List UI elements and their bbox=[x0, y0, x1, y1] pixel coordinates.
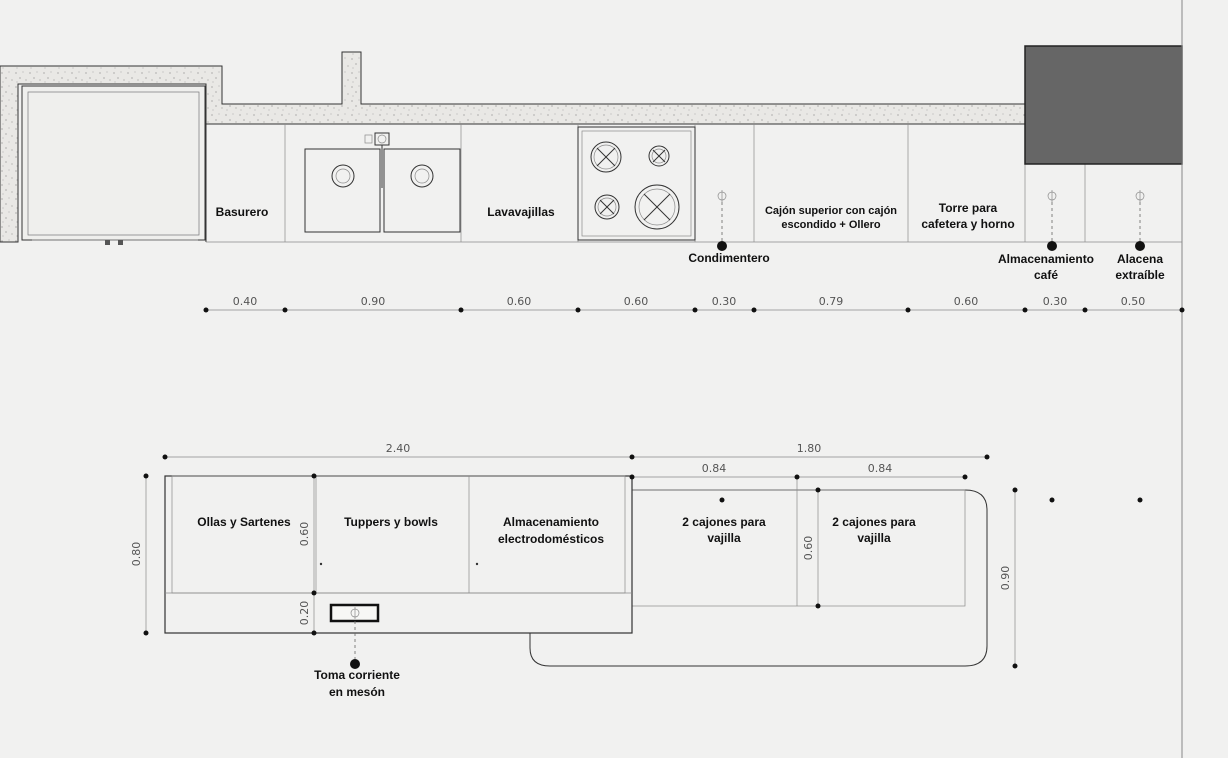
dim-top-7: 0.30 bbox=[1043, 295, 1068, 308]
dim-island-total-left: 2.40 bbox=[386, 442, 411, 455]
dim-top-5: 0.79 bbox=[819, 295, 844, 308]
label-almacenamiento-line1: Almacenamiento bbox=[998, 252, 1094, 266]
label-lavavajillas: Lavavajillas bbox=[487, 205, 555, 219]
top-dimension-line bbox=[203, 307, 1185, 313]
base-cabinets bbox=[205, 124, 1182, 243]
label-toma-line2: en mesón bbox=[329, 685, 385, 699]
label-toma-line1: Toma corriente bbox=[314, 668, 400, 682]
island-dimension-lines bbox=[143, 454, 1018, 669]
dim-island-right-b: 0.84 bbox=[868, 462, 893, 475]
dim-top-0: 0.40 bbox=[233, 295, 258, 308]
dim-top-6: 0.60 bbox=[954, 295, 979, 308]
point-marker bbox=[719, 497, 725, 503]
label-alacena-line1: Alacena bbox=[1117, 252, 1163, 266]
label-cajon-line1: Cajón superior con cajón bbox=[765, 205, 897, 217]
label-cajon-line2: escondido + Ollero bbox=[781, 219, 881, 231]
dim-top-3: 0.60 bbox=[624, 295, 649, 308]
tall-cabinet-block bbox=[1024, 45, 1183, 165]
dim-island-depth-lower: 0.20 bbox=[298, 601, 311, 626]
label-cajones-a-line1: 2 cajones para bbox=[682, 515, 766, 529]
label-electro-line1: Almacenamiento bbox=[503, 515, 599, 529]
point-marker bbox=[1049, 497, 1055, 503]
label-torre-line2: cafetera y horno bbox=[921, 217, 1014, 231]
dim-top-8: 0.50 bbox=[1121, 295, 1146, 308]
label-condimentero: Condimentero bbox=[688, 251, 769, 265]
outlet-almacenamiento bbox=[1047, 190, 1057, 251]
dim-island-depth: 0.80 bbox=[130, 542, 143, 567]
refrigerator bbox=[21, 85, 206, 245]
label-alacena-line2: extraíble bbox=[1115, 268, 1165, 282]
dim-bar-depth: 0.90 bbox=[999, 566, 1012, 591]
label-torre-line1: Torre para bbox=[939, 201, 998, 215]
label-electro-line2: electrodomésticos bbox=[498, 532, 604, 546]
outlet-alacena bbox=[1135, 190, 1145, 251]
counter-outlet bbox=[329, 603, 380, 669]
dim-top-1: 0.90 bbox=[361, 295, 386, 308]
outlet-condimentero bbox=[717, 190, 727, 251]
island-counter bbox=[164, 475, 988, 667]
cooktop bbox=[577, 126, 696, 241]
double-sink bbox=[304, 132, 461, 233]
dim-drawer-depth: 0.60 bbox=[802, 536, 815, 561]
label-almacenamiento-line2: café bbox=[1034, 268, 1058, 282]
dim-island-right-a: 0.84 bbox=[702, 462, 727, 475]
label-cajones-b-line1: 2 cajones para bbox=[832, 515, 916, 529]
dim-top-2: 0.60 bbox=[507, 295, 532, 308]
point-marker bbox=[1137, 497, 1143, 503]
label-basurero: Basurero bbox=[216, 205, 269, 219]
dim-top-4: 0.30 bbox=[712, 295, 737, 308]
label-ollas: Ollas y Sartenes bbox=[197, 515, 291, 529]
dim-island-depth-upper: 0.60 bbox=[298, 522, 311, 547]
dim-island-total-right: 1.80 bbox=[797, 442, 822, 455]
label-tuppers: Tuppers y bowls bbox=[344, 515, 438, 529]
label-cajones-b-line2: vajilla bbox=[857, 531, 891, 545]
label-cajones-a-line2: vajilla bbox=[707, 531, 741, 545]
